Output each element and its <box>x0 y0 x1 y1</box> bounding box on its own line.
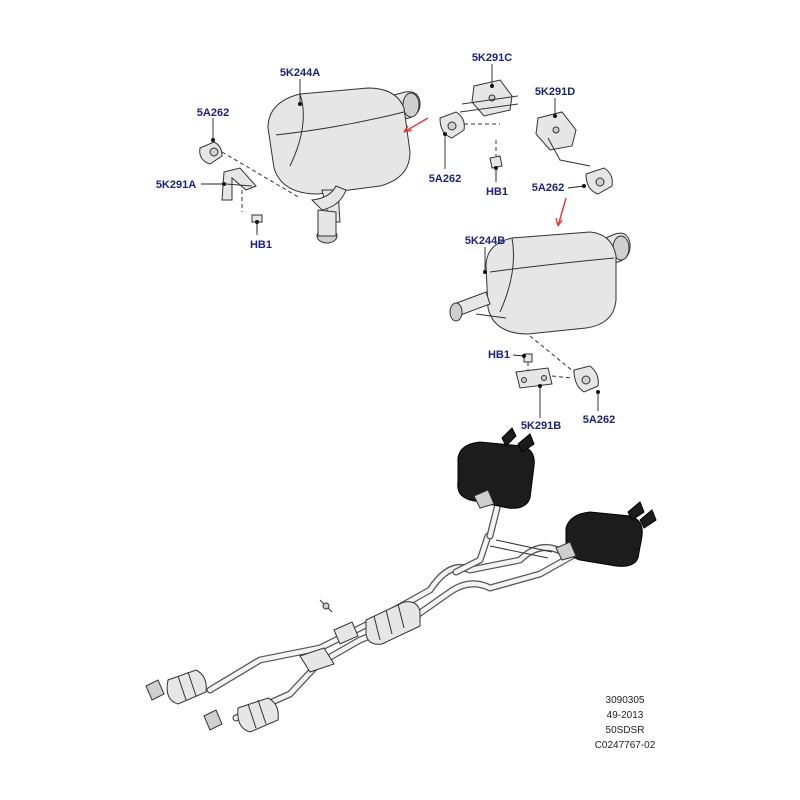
label-5a262-upper: 5A262 <box>429 173 461 185</box>
label-5a262-right: 5A262 <box>532 182 564 194</box>
hanger-assembly-lower <box>515 335 599 393</box>
label-5k291a: 5K291A <box>156 179 196 191</box>
ref-code-4: C0247767-02 <box>595 740 656 751</box>
muffler-5k244a <box>267 87 421 244</box>
label-5a262-left: 5A262 <box>197 107 229 119</box>
mount-5a262-upper <box>439 111 500 139</box>
muffler-5k244b <box>449 231 631 335</box>
label-5k244b: 5K244B <box>465 235 505 247</box>
reference-codes: 3090305 49-2013 50SDSR C0247767-02 <box>595 695 656 751</box>
label-5a262-lower: 5A262 <box>583 414 615 426</box>
label-hb1-lower: HB1 <box>488 349 510 361</box>
label-5k291d: 5K291D <box>535 86 575 98</box>
ref-code-2: 49-2013 <box>607 710 644 721</box>
ref-code-3: 50SDSR <box>606 725 645 736</box>
mount-5a262-right <box>585 167 613 195</box>
leader-lines <box>201 64 600 418</box>
label-hb1-upper: HB1 <box>486 186 508 198</box>
bracket-5k291d <box>535 111 591 167</box>
ref-code-1: 3090305 <box>606 695 645 706</box>
full-exhaust-system <box>145 427 657 733</box>
callout-arrows <box>403 117 567 227</box>
label-5k291c: 5K291C <box>472 52 512 64</box>
bracket-5k291c <box>459 79 519 117</box>
hanger-assembly-left <box>199 141 301 232</box>
part-labels: 5K244A 5A262 5K291A HB1 5K291C 5K291D 5A… <box>156 52 615 432</box>
label-hb1-left: HB1 <box>250 239 272 251</box>
label-5k244a: 5K244A <box>280 67 320 79</box>
label-5k291b: 5K291B <box>521 420 561 432</box>
